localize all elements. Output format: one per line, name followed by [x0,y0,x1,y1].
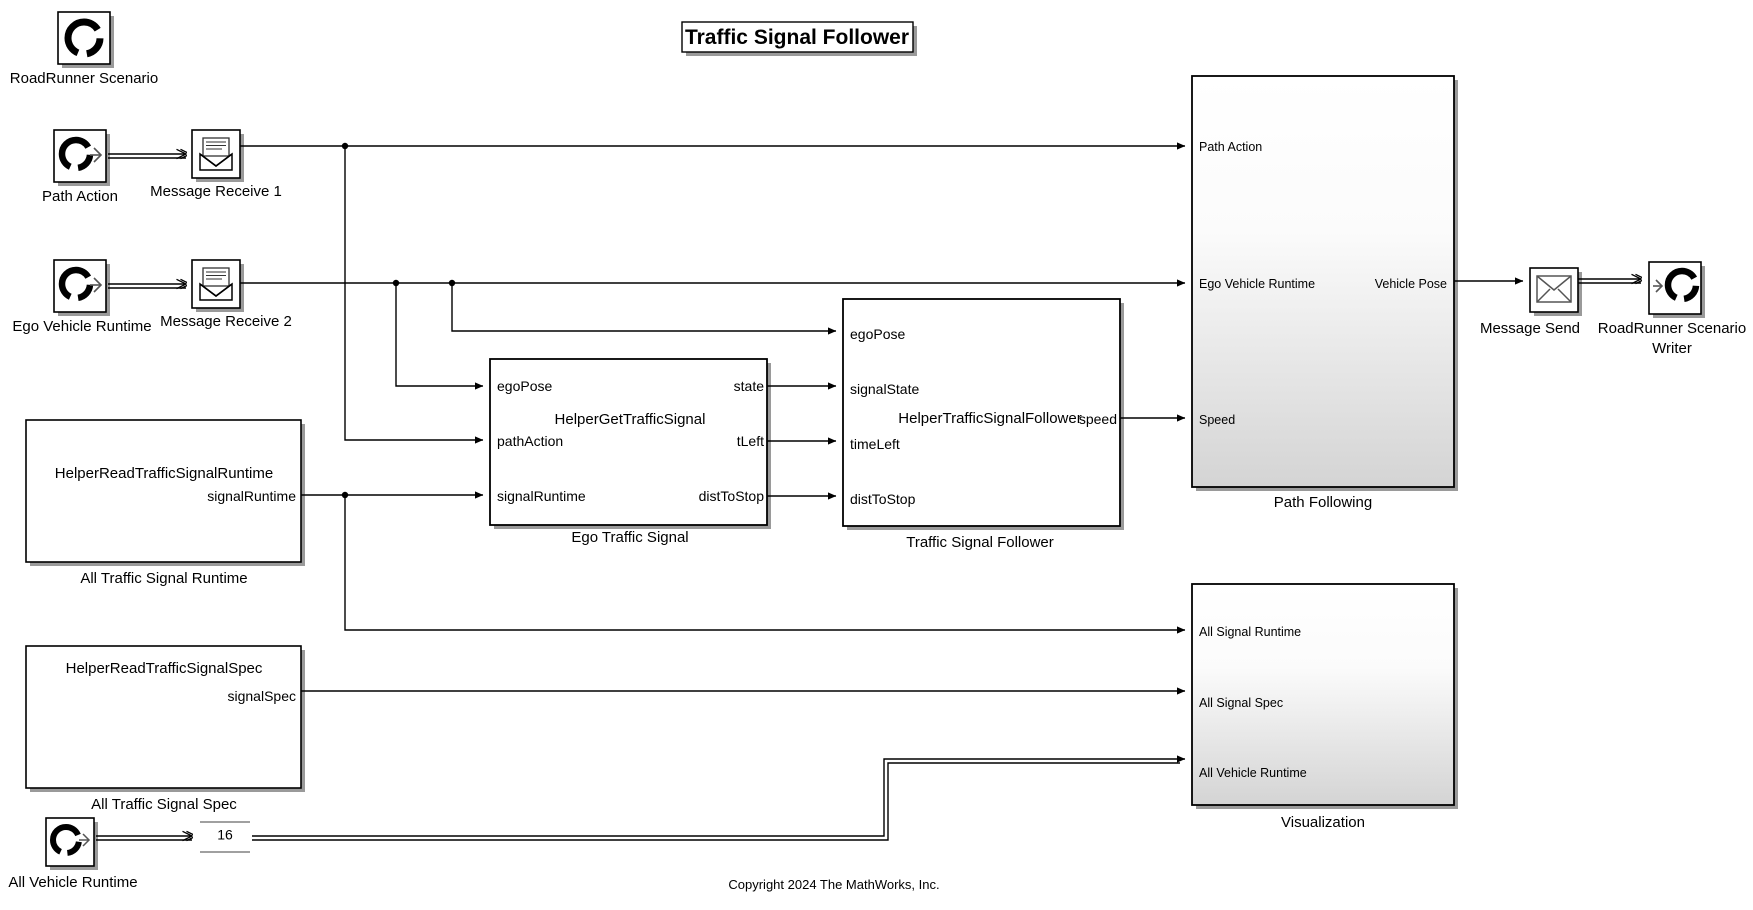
block-path-action-source-label: Path Action [42,188,118,205]
block-roadrunner-scenario-label: RoadRunner Scenario [10,70,158,87]
input-port-path-action: Path Action [1199,140,1262,154]
block-message-receive-1-label: Message Receive 1 [150,183,282,200]
copyright-text: Copyright 2024 The MathWorks, Inc. [728,877,939,892]
block-roadrunner-scenario-writer[interactable]: RoadRunner Scenario Writer [1598,261,1746,357]
block-all-traffic-signal-spec[interactable]: HelperReadTrafficSignalSpec signalSpec A… [25,645,305,813]
roadrunner-scenario-read-icon [58,266,103,302]
roadrunner-scenario-read-icon [50,824,91,857]
block-ego-traffic-signal-label: Ego Traffic Signal [571,529,688,546]
block-ego-vehicle-runtime-source-label: Ego Vehicle Runtime [12,318,151,335]
line-allvehicleruntime-to-dim [96,836,192,840]
input-port-all-vehicle-runtime: All Vehicle Runtime [1199,766,1307,780]
output-port-tleft: tLeft [737,433,764,449]
block-path-following-label: Path Following [1274,494,1372,511]
signal-lines [96,142,1641,841]
block-ego-vehicle-runtime-source[interactable]: Ego Vehicle Runtime [12,259,152,335]
input-port-speed: Speed [1199,413,1235,427]
input-port-egopose: egoPose [497,378,552,394]
input-port-all-signal-runtime: All Signal Runtime [1199,625,1301,639]
input-port-egopose: egoPose [850,326,905,342]
block-traffic-signal-follower-label: Traffic Signal Follower [906,534,1054,551]
block-all-vehicle-runtime-source[interactable]: All Vehicle Runtime [8,817,138,891]
roadrunner-scenario-icon [64,18,104,58]
signal-dimension-annotation: 16 [200,821,250,853]
block-all-traffic-signal-runtime[interactable]: HelperReadTrafficSignalRuntime signalRun… [25,419,305,587]
message-send-icon [1536,275,1572,303]
input-port-ego-vehicle-runtime: Ego Vehicle Runtime [1199,277,1315,291]
block-visualization-label: Visualization [1281,814,1365,831]
line-signalruntime [301,491,1186,634]
block-message-receive-2[interactable]: Message Receive 2 [160,259,292,330]
input-port-pathaction: pathAction [497,433,563,449]
block-traffic-signal-follower[interactable]: egoPose signalState timeLeft distToStop … [842,298,1124,551]
output-port-speed: speed [1079,411,1117,427]
line-mr2-to-pathfollowing [240,279,1186,390]
block-all-traffic-signal-runtime-label: All Traffic Signal Runtime [80,570,247,587]
output-port-signalspec: signalSpec [228,688,297,704]
message-receive-icon [199,137,233,171]
input-port-signalstate: signalState [850,381,919,397]
output-port-disttostop: distToStop [699,488,765,504]
block-path-action-source[interactable]: Path Action [42,129,118,205]
diagram-title: Traffic Signal Follower [681,21,917,56]
input-port-timeleft: timeLeft [850,436,900,452]
block-roadrunner-scenario-writer-label-line2: Writer [1652,340,1692,357]
line-pathaction-to-mr1 [108,154,186,158]
block-all-vehicle-runtime-source-label: All Vehicle Runtime [8,874,137,891]
block-all-traffic-signal-spec-label: All Traffic Signal Spec [91,796,237,813]
roadrunner-scenario-read-icon [58,136,103,172]
block-all-traffic-signal-runtime-inner-label: HelperReadTrafficSignalRuntime [55,465,273,482]
block-roadrunner-scenario-writer-label-line1: RoadRunner Scenario [1598,320,1746,337]
line-messagesend-to-writer [1578,279,1641,283]
line-dim-to-visualization [252,755,1186,841]
line-mr1-to-pathfollowing [240,142,1186,444]
block-path-following[interactable]: Path Action Ego Vehicle Runtime Speed Ve… [1191,75,1458,511]
diagram-title-text: Traffic Signal Follower [685,26,909,49]
block-message-receive-2-label: Message Receive 2 [160,313,292,330]
input-port-all-signal-spec: All Signal Spec [1199,696,1283,710]
roadrunner-scenario-write-icon [1653,267,1700,303]
block-roadrunner-scenario[interactable]: RoadRunner Scenario [10,11,158,87]
block-visualization[interactable]: All Signal Runtime All Signal Spec All V… [1191,583,1458,831]
block-traffic-signal-follower-inner-label: HelperTrafficSignalFollower [898,410,1081,427]
block-ego-traffic-signal[interactable]: egoPose pathAction signalRuntime state t… [489,358,771,546]
block-message-send[interactable]: Message Send [1480,267,1582,337]
input-port-disttostop: distToStop [850,491,916,507]
input-port-signalruntime: signalRuntime [497,488,586,504]
output-port-state: state [734,378,765,394]
line-egoruntime-to-mr2 [108,284,186,288]
output-port-signalruntime: signalRuntime [207,488,296,504]
signal-dimension-value: 16 [217,827,233,843]
message-receive-icon [199,267,233,301]
output-port-vehicle-pose: Vehicle Pose [1375,277,1447,291]
block-ego-traffic-signal-inner-label: HelperGetTrafficSignal [555,411,706,428]
block-message-receive-1[interactable]: Message Receive 1 [150,129,282,200]
block-all-traffic-signal-spec-inner-label: HelperReadTrafficSignalSpec [66,660,263,677]
block-message-send-label: Message Send [1480,320,1580,337]
